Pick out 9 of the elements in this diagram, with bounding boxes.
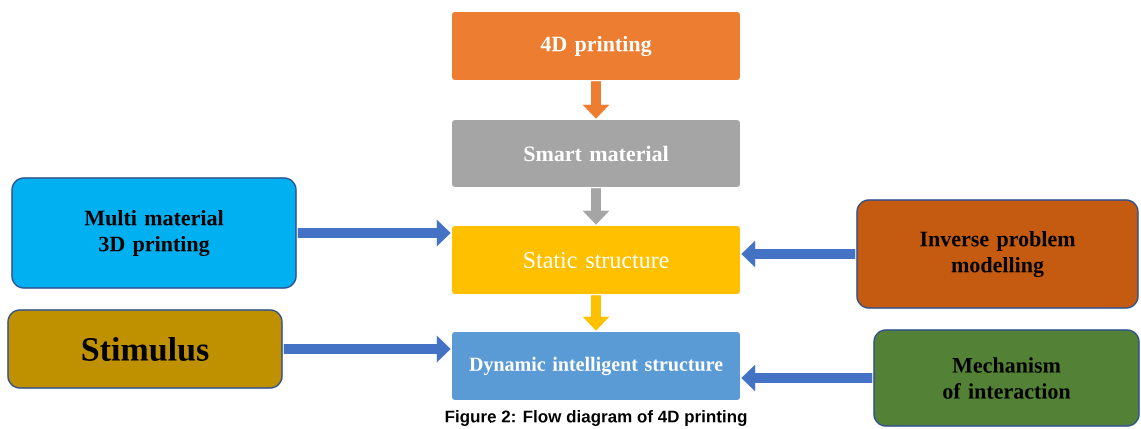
- input-box: Inverse problem modelling: [856, 199, 1139, 309]
- process-box: Static structure: [452, 226, 740, 294]
- process-box: 4D printing: [452, 12, 740, 80]
- process-box: Smart material: [452, 120, 740, 187]
- process-box: Dynamic intelligent structure: [452, 332, 740, 400]
- input-box: Multi material 3D printing: [11, 177, 297, 289]
- input-box: Stimulus: [7, 309, 283, 389]
- input-box: Mechanism of interaction: [873, 329, 1140, 427]
- figure-caption: Figure 2: Flow diagram of 4D printing: [445, 410, 747, 426]
